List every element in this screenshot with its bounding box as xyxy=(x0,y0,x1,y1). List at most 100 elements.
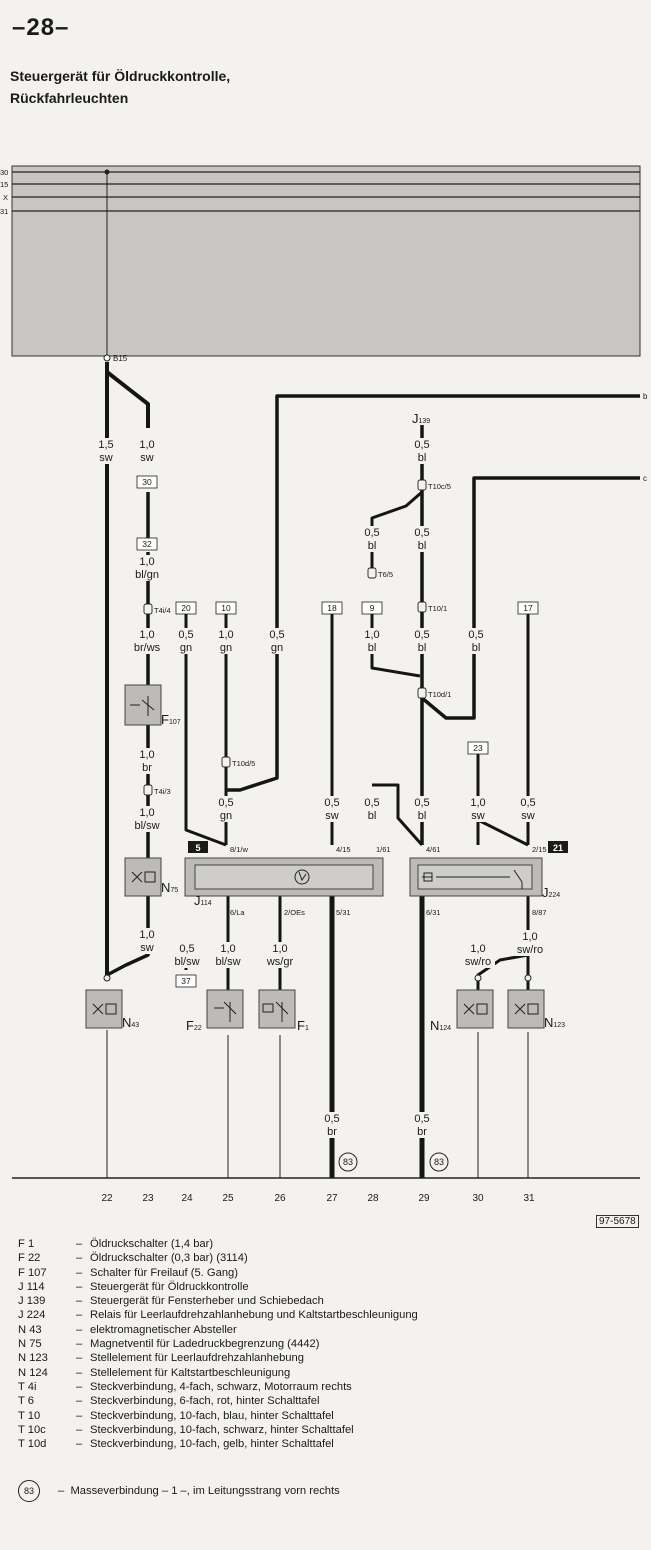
supply-label-15: 15 xyxy=(0,180,8,189)
legend-text: Stellelement für Leerlaufdrehzahlanhebun… xyxy=(90,1352,304,1365)
valve-icon xyxy=(463,1003,488,1015)
pin-label: T10/1 xyxy=(428,604,447,613)
legend-row: F 22–Öldruckschalter (0,3 bar) (3114) xyxy=(18,1251,638,1265)
plug-icon xyxy=(417,479,427,491)
svg-text:1,5: 1,5 xyxy=(98,439,113,451)
legend-row: N 123–Stellelement für Leerlaufdrehzahla… xyxy=(18,1351,638,1365)
legend-code: N 75 xyxy=(18,1338,42,1351)
legend-text: Stellelement für Kaltstartbeschleunigung xyxy=(90,1366,291,1379)
connector-tag: 37 xyxy=(175,974,197,988)
wire-label: 0,5bl xyxy=(410,796,434,822)
pin-label: 4/61 xyxy=(426,845,441,854)
legend-dash: – xyxy=(76,1438,83,1451)
pin-label: 8/87 xyxy=(532,908,547,917)
pin-label: T4i/3 xyxy=(154,787,171,796)
svg-text:sw: sw xyxy=(140,942,154,954)
component-n43-box xyxy=(85,989,123,1029)
valve-icon xyxy=(514,1003,539,1015)
legend-text: Steuergerät für Öldruckkontrolle xyxy=(90,1280,249,1293)
page-subtitle: Rückfahrleuchten xyxy=(10,90,129,106)
pin-label: T10d/1 xyxy=(428,690,451,699)
pin-label: T6/5 xyxy=(378,570,393,579)
relay-number: 5 xyxy=(195,843,200,853)
svg-text:bl/sw: bl/sw xyxy=(215,956,240,968)
plug-icon xyxy=(367,567,377,579)
legend-row: F 107 –Schalter für Freilauf (5. Gang) xyxy=(18,1266,638,1280)
legend-text: Steckverbindung, 10-fach, blau, hinter S… xyxy=(90,1409,334,1422)
component-label-f22: F22 xyxy=(186,1018,202,1033)
legend-code: T 10 xyxy=(18,1409,41,1422)
svg-text:gn: gn xyxy=(220,810,232,822)
svg-text:bl/gn: bl/gn xyxy=(135,569,159,581)
svg-text:1,0: 1,0 xyxy=(470,797,485,809)
wire-label: 1,0bl/gn xyxy=(131,555,163,581)
valve-icon xyxy=(131,871,156,883)
wire-label: 0,5gn xyxy=(214,796,238,822)
legend-dash: – xyxy=(76,1252,83,1265)
ground-note-dash: – xyxy=(58,1485,71,1497)
pin-label: 6/La xyxy=(230,908,245,917)
legend-code: F 107 xyxy=(18,1266,47,1279)
svg-text:1,0: 1,0 xyxy=(272,943,287,955)
connector-tag: 20 xyxy=(175,601,197,615)
svg-text:sw/ro: sw/ro xyxy=(465,956,491,968)
legend-code: N 43 xyxy=(18,1323,42,1336)
legend-code: F 22 xyxy=(18,1252,41,1265)
wire-label: 1,0ws/gr xyxy=(263,942,297,968)
svg-text:32: 32 xyxy=(142,539,152,549)
svg-text:br: br xyxy=(417,1126,427,1138)
legend-dash: – xyxy=(76,1266,83,1279)
pin-label: 4/15 xyxy=(336,845,351,854)
component-f1-box xyxy=(258,989,296,1029)
svg-text:sw: sw xyxy=(140,452,154,464)
connector-tag: 23 xyxy=(467,741,489,755)
legend-code: J 114 xyxy=(18,1280,45,1293)
connector-tag: 32 xyxy=(136,537,158,551)
svg-text:sw: sw xyxy=(325,810,339,822)
wire-label: 1,0bl/sw xyxy=(212,942,244,968)
legend-dash: – xyxy=(76,1238,83,1250)
wire-label: 1,0bl/sw xyxy=(131,806,163,832)
legend-dash: – xyxy=(76,1380,83,1393)
pin-label: 6/31 xyxy=(426,908,441,917)
component-label-j114: J114 xyxy=(194,893,212,908)
legend-dash: – xyxy=(76,1323,83,1336)
svg-text:bl: bl xyxy=(368,810,377,822)
wire-label: 1,0sw xyxy=(134,438,160,464)
page-title: Steuergerät für Öldruckkontrolle, xyxy=(10,68,231,84)
legend-row: J 139–Steuergerät für Fensterheber und S… xyxy=(18,1294,638,1308)
wire-label: 1,0sw/ro xyxy=(513,930,547,956)
legend-code: F 1 xyxy=(18,1238,35,1250)
grid-number: 31 xyxy=(523,1193,535,1204)
grid-number: 25 xyxy=(222,1193,234,1204)
supply-label-31: 31 xyxy=(0,207,8,216)
svg-text:1,0: 1,0 xyxy=(220,943,235,955)
component-label-n75: N75 xyxy=(161,880,178,895)
legend-text: Steckverbindung, 6-fach, rot, hinter Sch… xyxy=(90,1395,320,1408)
svg-text:30: 30 xyxy=(142,477,152,487)
plug-icon xyxy=(417,601,427,613)
svg-text:0,5: 0,5 xyxy=(179,943,194,955)
wiring-diagram: 30 15 X 31 B15 xyxy=(0,165,648,1204)
legend-code: N 124 xyxy=(18,1366,48,1379)
svg-text:bl: bl xyxy=(472,642,481,654)
svg-text:0,5: 0,5 xyxy=(269,629,284,641)
legend-row: J 224–Relais für Leerlaufdrehzahlanhebun… xyxy=(18,1308,638,1322)
svg-text:1,0: 1,0 xyxy=(218,629,233,641)
svg-text:bl: bl xyxy=(368,540,377,552)
control-unit-icon xyxy=(294,869,310,885)
wire-label: 0,5bl xyxy=(360,796,384,822)
component-n124-box xyxy=(456,989,494,1029)
wire-label: 0,5sw xyxy=(516,796,540,822)
switch-icon xyxy=(262,1001,289,1022)
svg-text:1,0: 1,0 xyxy=(139,556,154,568)
legend-text: Steckverbindung, 10-fach, schwarz, hinte… xyxy=(90,1423,354,1436)
legend-row: J 114–Steuergerät für Öldruckkontrolle xyxy=(18,1280,638,1294)
ground-note-text: Masseverbindung – 1 –, im Leitungsstrang… xyxy=(70,1485,340,1497)
svg-text:1,0: 1,0 xyxy=(364,629,379,641)
svg-text:br: br xyxy=(327,1126,337,1138)
legend-text: Steckverbindung, 10-fach, gelb, hinter S… xyxy=(90,1438,334,1451)
svg-text:9: 9 xyxy=(370,603,375,613)
legend-text: Schalter für Freilauf (5. Gang) xyxy=(90,1266,238,1279)
svg-text:0,5: 0,5 xyxy=(364,527,379,539)
